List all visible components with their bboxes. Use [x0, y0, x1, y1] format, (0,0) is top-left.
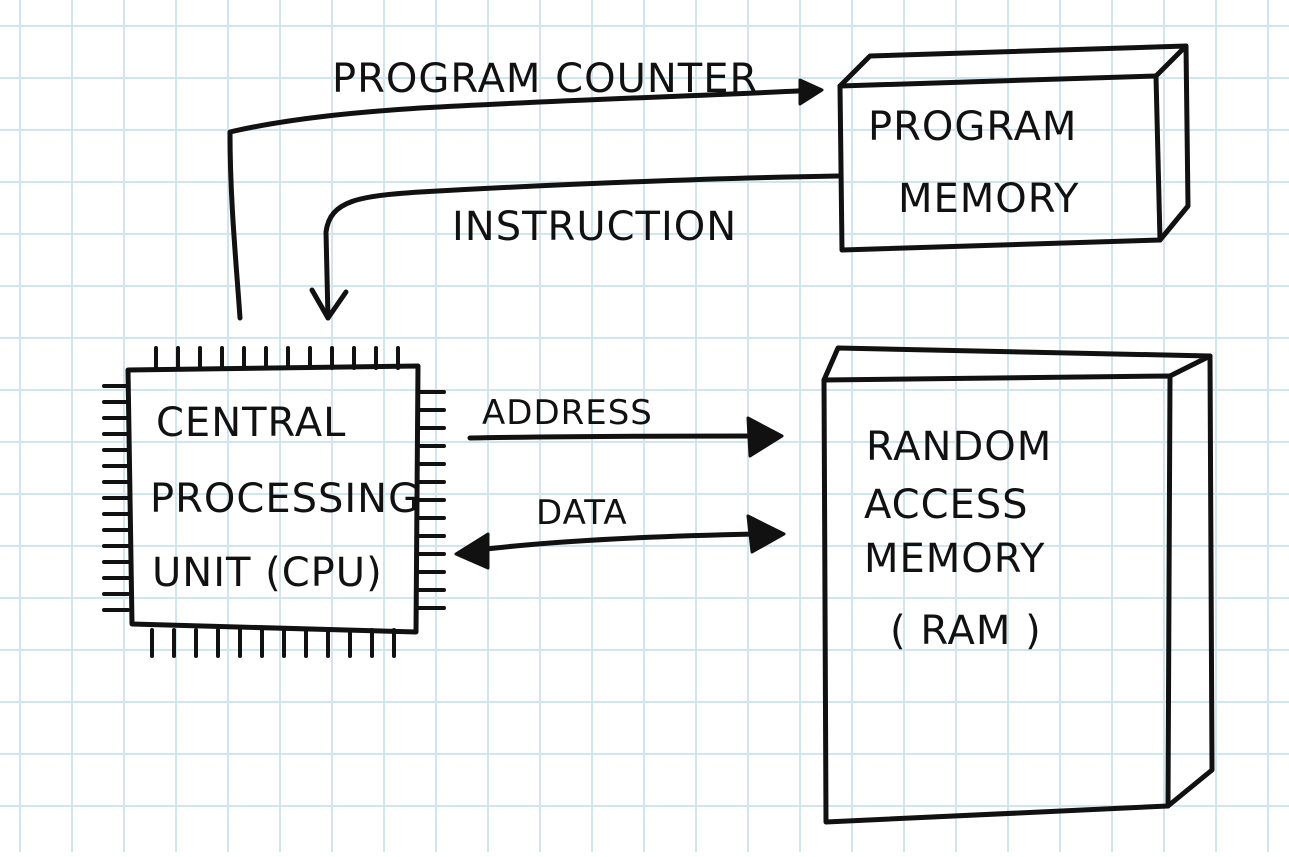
program-counter-arrow [227, 87, 821, 321]
data-arrow [475, 531, 759, 553]
instruction-label: INSTRUCTION [452, 204, 737, 250]
program-memory-block: PROGRAM MEMORY [837, 43, 1191, 253]
program-memory-label-line-2: MEMORY [898, 176, 1079, 222]
ram-label-line-4: ( RAM ) [890, 608, 1042, 654]
ram-label-line-3: MEMORY [864, 536, 1045, 582]
data-label: DATA [536, 493, 628, 533]
ram-label-line-1: RANDOM [866, 424, 1052, 470]
data-arrowhead-left [454, 532, 490, 570]
instruction-arrow [323, 173, 841, 321]
cpu-label-line-3: UNIT (CPU) [152, 550, 383, 596]
address-arrowhead [746, 416, 784, 458]
cpu-label-line-2: PROCESSING [150, 476, 420, 522]
cpu-block: CENTRAL PROCESSING UNIT (CPU) [102, 346, 446, 658]
program-counter-arrowhead [798, 78, 824, 106]
cpu-label-line-1: CENTRAL [156, 400, 346, 446]
cpu-pins [102, 346, 446, 658]
instruction-arrowhead [309, 287, 349, 321]
program-counter-label: PROGRAM COUNTER [332, 56, 758, 102]
ram-label-line-2: ACCESS [864, 482, 1029, 528]
ram-block: RANDOM ACCESS MEMORY ( RAM ) [821, 345, 1215, 825]
program-memory-label-line-1: PROGRAM [868, 104, 1077, 150]
address-arrow [467, 433, 759, 441]
data-arrowhead-right [746, 514, 786, 554]
address-label: ADDRESS [482, 393, 653, 433]
